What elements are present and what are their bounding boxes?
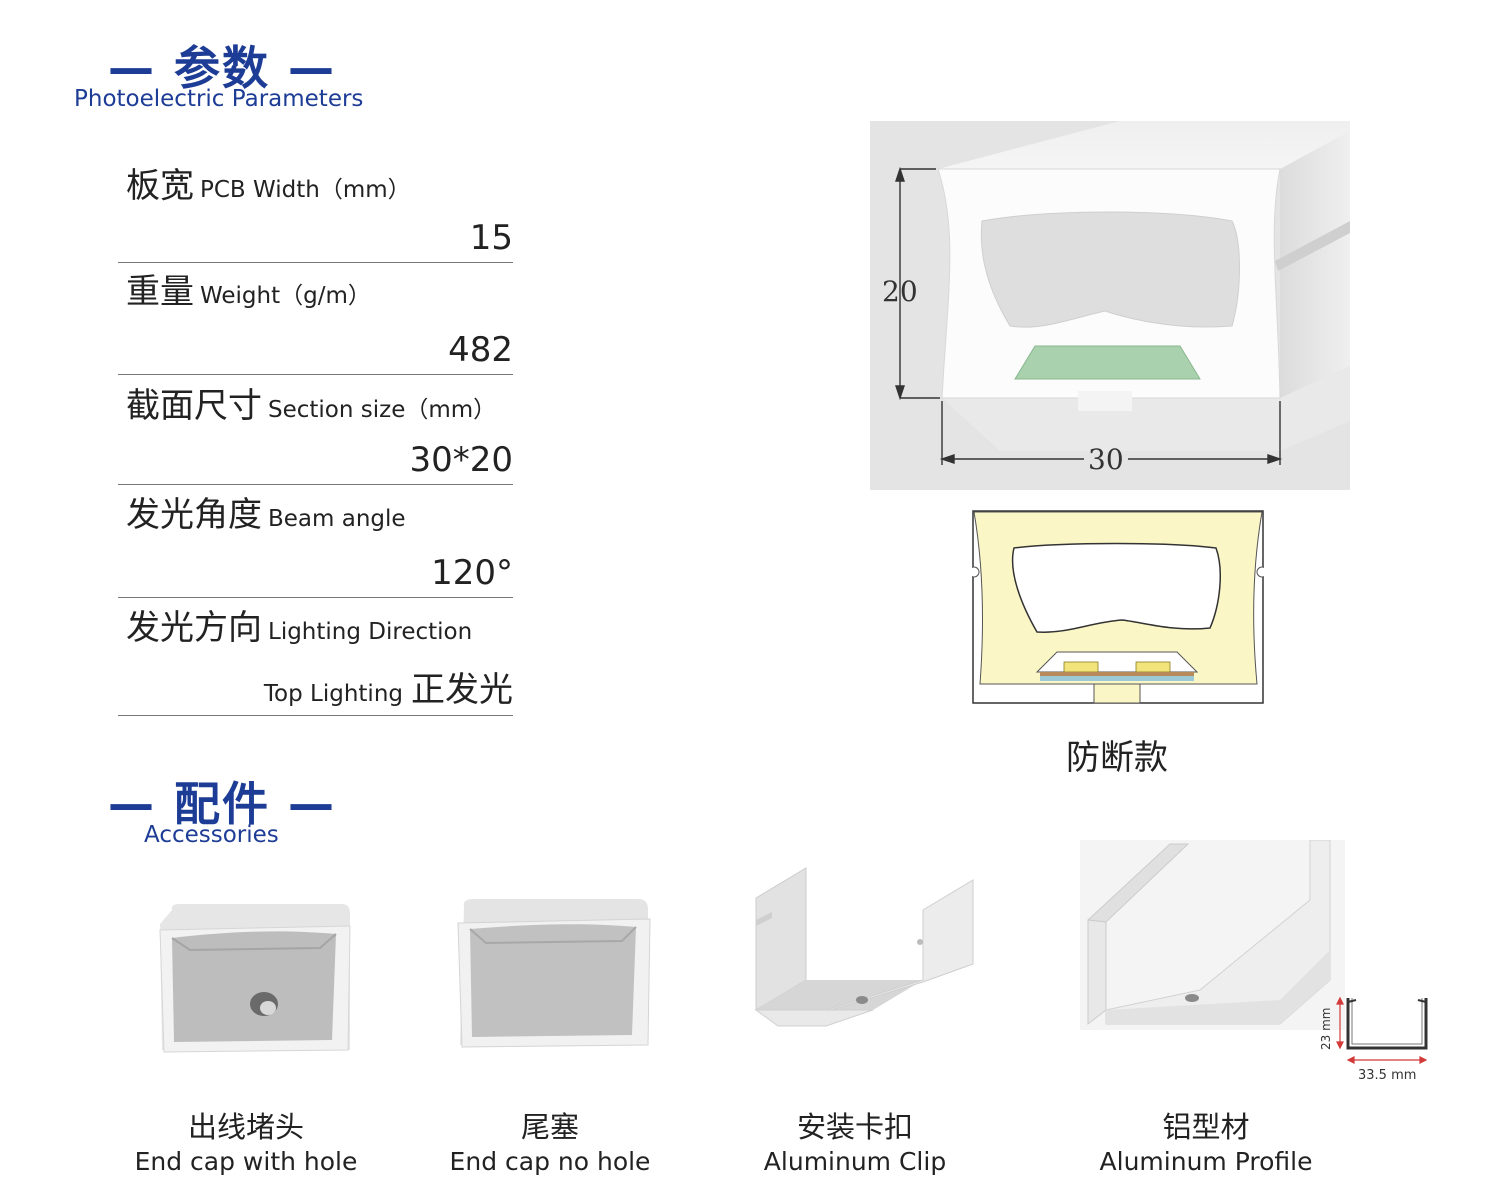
accessory-label-en: Aluminum Profile <box>1099 1147 1313 1176</box>
param-label-en: Section size（mm） <box>268 397 497 423</box>
param-value: 482 <box>448 330 513 370</box>
neon-profile-render: 20 30 <box>870 121 1350 490</box>
accessories-title: — 配件 — <box>108 777 337 831</box>
params-subtitle: Photoelectric Parameters <box>74 86 364 112</box>
aluminum-profile-image <box>1080 839 1345 1030</box>
param-value: 30*20 <box>409 440 513 480</box>
cross-section-diagram <box>968 510 1268 704</box>
param-label-en: Weight（g/m） <box>200 283 371 309</box>
accessory-label-cn: 出线堵头 <box>187 1110 304 1144</box>
profile-width-label: 33.5 mm <box>1358 1068 1416 1083</box>
param-value-cn: 正发光 <box>411 670 513 710</box>
params-title: — 参数 — <box>108 41 337 95</box>
param-value-en: Top Lighting <box>263 681 403 707</box>
dimension-width-label: 30 <box>1088 443 1124 476</box>
accessory-label-en: End cap no hole <box>449 1147 651 1176</box>
profile-dimension-drawing: 23 mm 33.5 mm <box>1312 990 1437 1085</box>
profile-height-label: 23 mm <box>1319 1008 1333 1050</box>
accessory-label-en: Aluminum Clip <box>763 1147 947 1176</box>
dimension-height-label: 20 <box>882 275 918 308</box>
accessory-label-en: End cap with hole <box>134 1147 358 1176</box>
accessory-label-cn: 安装卡扣 <box>796 1110 913 1144</box>
param-label-cn: 发光方向 <box>126 608 262 648</box>
param-value: Top Lighting 正发光 <box>264 662 513 711</box>
end-cap-with-hole-image <box>150 900 360 1065</box>
param-label-en: Beam angle <box>268 506 406 532</box>
aluminum-clip-image <box>748 860 983 1040</box>
param-label-cn: 重量 <box>126 272 194 312</box>
accessory-label-cn: 铝型材 <box>1162 1110 1250 1144</box>
param-label-en: PCB Width（mm） <box>200 177 411 203</box>
param-value: 120° <box>431 553 513 593</box>
accessory-label-cn: 尾塞 <box>520 1110 579 1144</box>
param-value: 15 <box>469 218 513 258</box>
accessories-subtitle: Accessories <box>144 822 279 848</box>
end-cap-no-hole-image <box>452 895 657 1060</box>
param-label-en: Lighting Direction <box>268 619 473 645</box>
diagram-caption: 防断款 <box>1066 738 1168 778</box>
param-label-cn: 发光角度 <box>126 495 262 535</box>
param-label-cn: 截面尺寸 <box>126 386 262 426</box>
param-label-cn: 板宽 <box>126 166 194 206</box>
